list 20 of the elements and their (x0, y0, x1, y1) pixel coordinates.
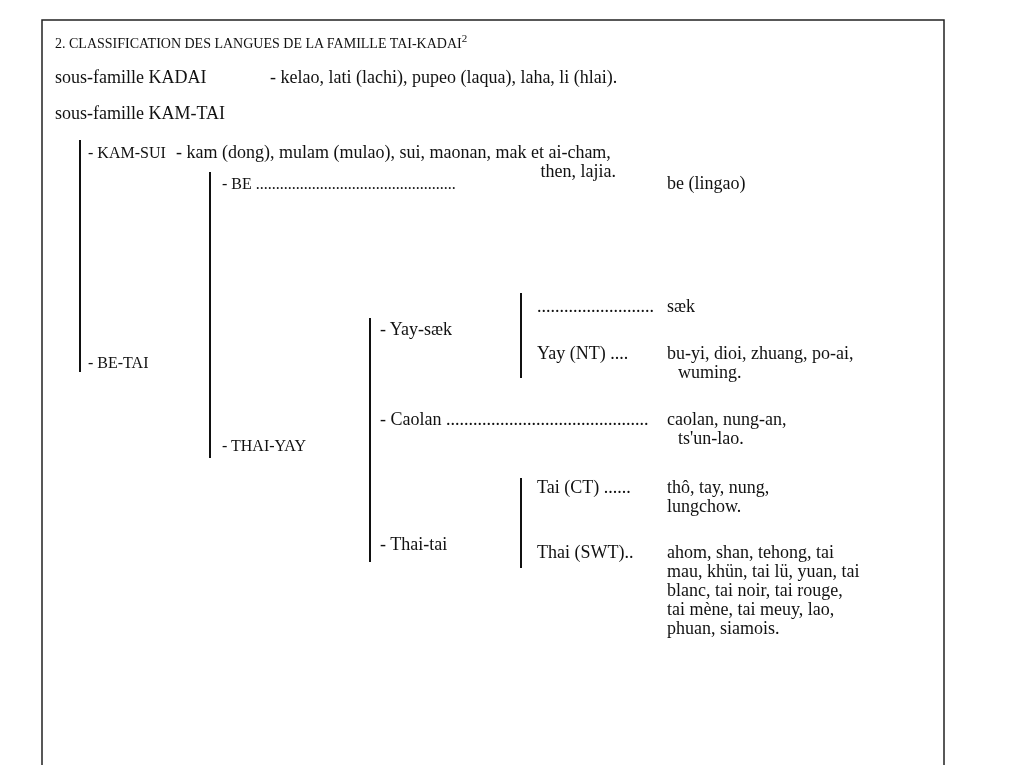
classification-text: sous-famille KADAI (55, 68, 207, 87)
classification-text: - Yay-sæk (380, 320, 453, 339)
title: 2. CLASSIFICATION DES LANGUES DE LA FAMILLE TAI-KADAI$^{2}$ (55, 32, 468, 52)
classification-text: - Thai-tai (380, 535, 448, 554)
classification-text: - THAI-YAY (222, 436, 306, 455)
classification-text: - kelao, lati (lachi), pupeo (laqua), laha, li (hlai). (270, 68, 618, 87)
classification-text: - KAM-SUI (88, 143, 166, 162)
classification-text: sous-famille KAM-TAI (55, 104, 226, 123)
classification-text: .......................... (537, 297, 654, 316)
classification-text: ahom, shan, tehong, tai mau, khün, tai lü, yuan, tai blanc, tai noir, tai rouge, tai mène, tai meuy, lao, phuan, siamois. (667, 543, 861, 638)
classification-text: thô, tay, nung, lungchow. (667, 478, 771, 516)
classification-text: Tai (CT) ...... (537, 478, 631, 497)
classification-text: - Caolan ............................................. (380, 410, 649, 429)
classification-text: caolan, nung-an, ts'un-lao. (667, 410, 788, 448)
classification-text: Thai (SWT).. (537, 543, 634, 562)
classification-text: sæk (667, 297, 695, 316)
classification-text: - BE-TAI (88, 353, 149, 372)
classification-text: Yay (NT) .... (537, 344, 629, 363)
classification-text: be (lingao) (667, 174, 746, 193)
classification-text: bu-yi, dioi, zhuang, po-ai, wuming. (667, 344, 855, 382)
